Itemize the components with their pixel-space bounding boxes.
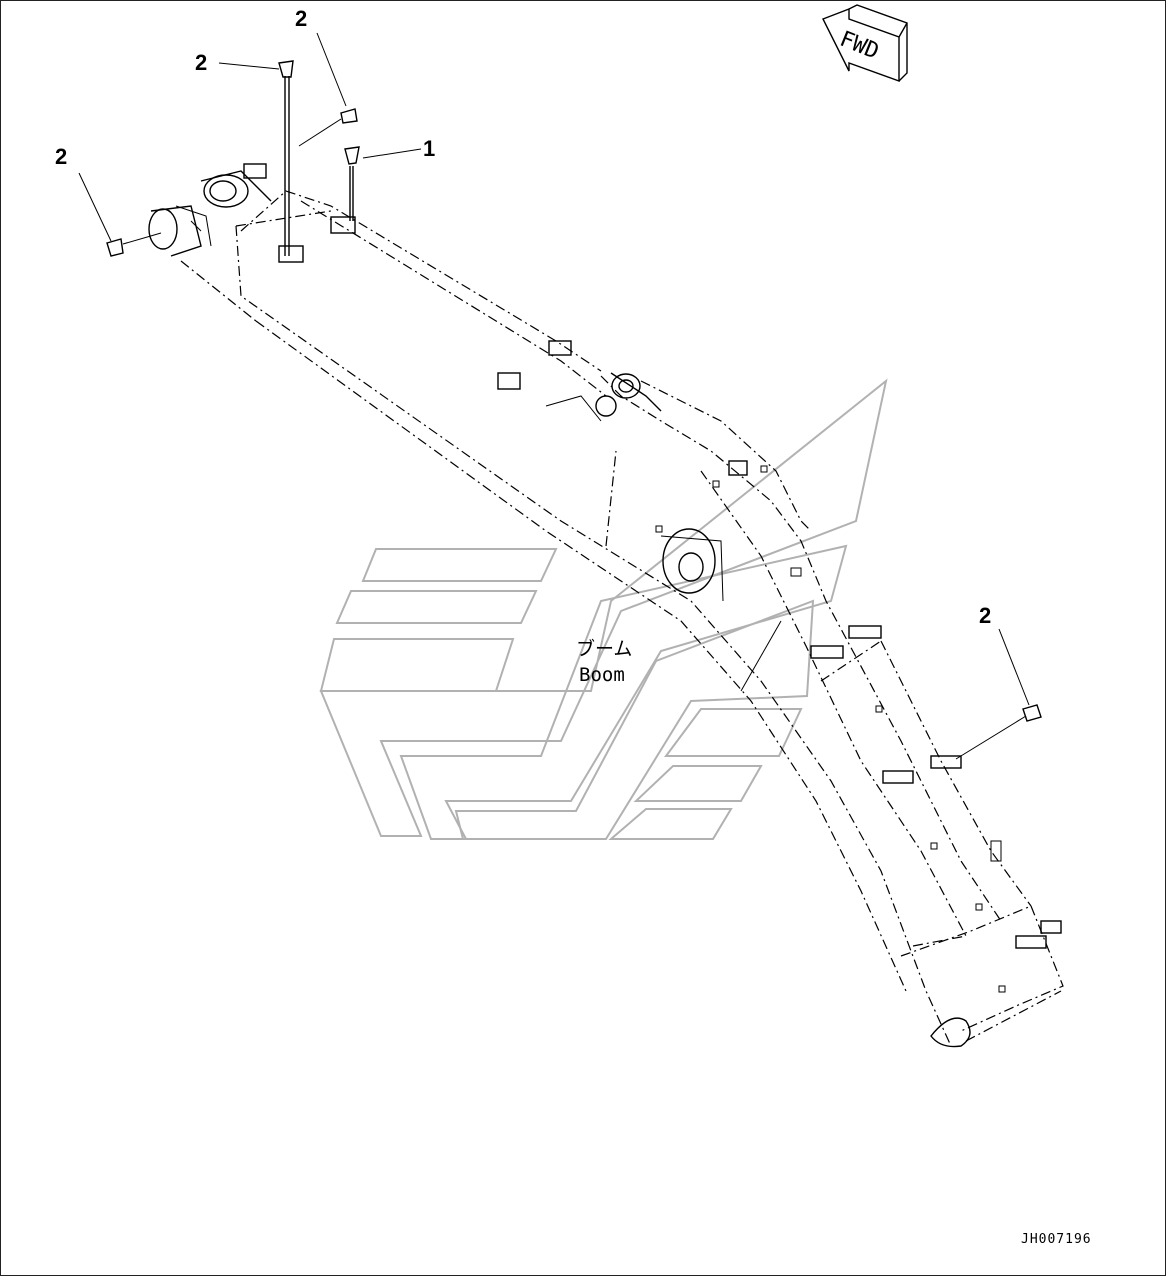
grease-fitting-icon [106, 238, 124, 257]
boom-foot-bosses [595, 372, 724, 602]
callout-2-right: 2 [979, 603, 991, 628]
watermark-logo [319, 378, 888, 840]
callout-2-top: 2 [295, 6, 307, 31]
callout-1: 1 [423, 136, 435, 161]
grease-fitting-icon [344, 146, 360, 165]
grease-fitting-icon [278, 60, 294, 78]
pipe-clamps [243, 163, 1062, 993]
callout-2-left: 2 [55, 144, 67, 169]
boom-outline [180, 190, 1064, 1048]
part-label-english: Boom [579, 664, 625, 686]
drawing-reference-code: JH007196 [1021, 1232, 1092, 1247]
grease-fitting-icons [106, 60, 1042, 722]
grease-fitting-icon [1022, 704, 1042, 722]
grease-pipes [122, 76, 1027, 760]
callout-2-upper-left: 2 [195, 50, 207, 75]
fwd-arrow-icon: FWD [822, 4, 908, 82]
boom-head [148, 170, 272, 257]
part-label-japanese: ブーム [576, 637, 632, 660]
grease-fitting-icon [340, 108, 358, 124]
callout-leaders [78, 32, 1030, 706]
